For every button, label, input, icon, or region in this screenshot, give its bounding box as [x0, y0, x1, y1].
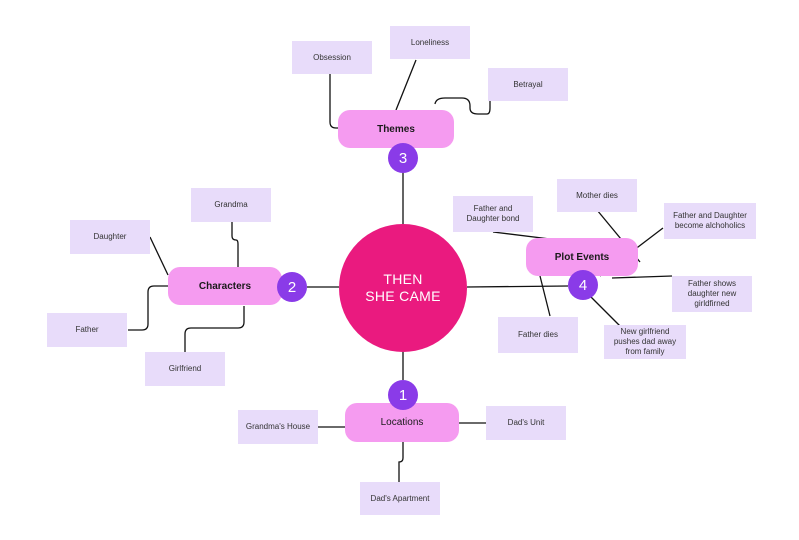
connector-plot-bond: [492, 231, 551, 240]
themes-node[interactable]: Themes: [338, 110, 454, 148]
note-father[interactable]: Father: [47, 313, 127, 347]
note-girlfriend-pushes-dad[interactable]: New girlfriend pushes dad away from fami…: [604, 325, 686, 359]
connector-characters-grandma: [231, 222, 239, 268]
connector-plot-girlfriend: [611, 275, 673, 279]
connector-themes-obsession: [329, 74, 340, 129]
connector-plot-pushes: [589, 295, 621, 327]
note-father-dies[interactable]: Father dies: [498, 317, 578, 353]
note-daughter[interactable]: Daughter: [70, 220, 150, 254]
central-topic-line2: SHE CAME: [365, 288, 441, 304]
connector-locations-apartment: [398, 442, 404, 482]
locations-badge: 1: [388, 380, 418, 410]
connector-characters-father: [128, 285, 168, 331]
note-dads-unit[interactable]: Dad's Unit: [486, 406, 566, 440]
connector-hub-plot: [466, 285, 569, 288]
note-betrayal[interactable]: Betrayal: [488, 68, 568, 101]
connector-themes-loneliness: [395, 59, 417, 111]
note-grandmas-house[interactable]: Grandma's House: [238, 410, 318, 444]
note-new-girlfriend[interactable]: Father shows daughter new girldfirned: [672, 276, 752, 312]
note-grandma[interactable]: Grandma: [191, 188, 271, 222]
note-dads-apartment[interactable]: Dad's Apartment: [360, 482, 440, 515]
central-topic-line1: THEN: [383, 271, 423, 287]
characters-node[interactable]: Characters: [168, 267, 282, 305]
note-girlfriend[interactable]: Girlfriend: [145, 352, 225, 386]
themes-badge: 3: [388, 143, 418, 173]
plot-events-node[interactable]: Plot Events: [526, 238, 638, 276]
note-obsession[interactable]: Obsession: [292, 41, 372, 74]
note-mother-dies[interactable]: Mother dies: [557, 179, 637, 212]
note-loneliness[interactable]: Loneliness: [390, 26, 470, 59]
connector-themes-betrayal: [434, 97, 491, 115]
plot-events-badge: 4: [568, 270, 598, 300]
connector-plot-fatherdies: [539, 275, 551, 317]
connector-characters-girlfriend: [184, 306, 245, 352]
characters-badge: 2: [277, 272, 307, 302]
note-become-alcoholics[interactable]: Father and Daughter become alchoholics: [664, 203, 756, 239]
central-topic[interactable]: THEN SHE CAME: [339, 224, 467, 352]
connector-characters-daughter: [149, 236, 169, 276]
note-father-daughter-bond[interactable]: Father and Daughter bond: [453, 196, 533, 232]
